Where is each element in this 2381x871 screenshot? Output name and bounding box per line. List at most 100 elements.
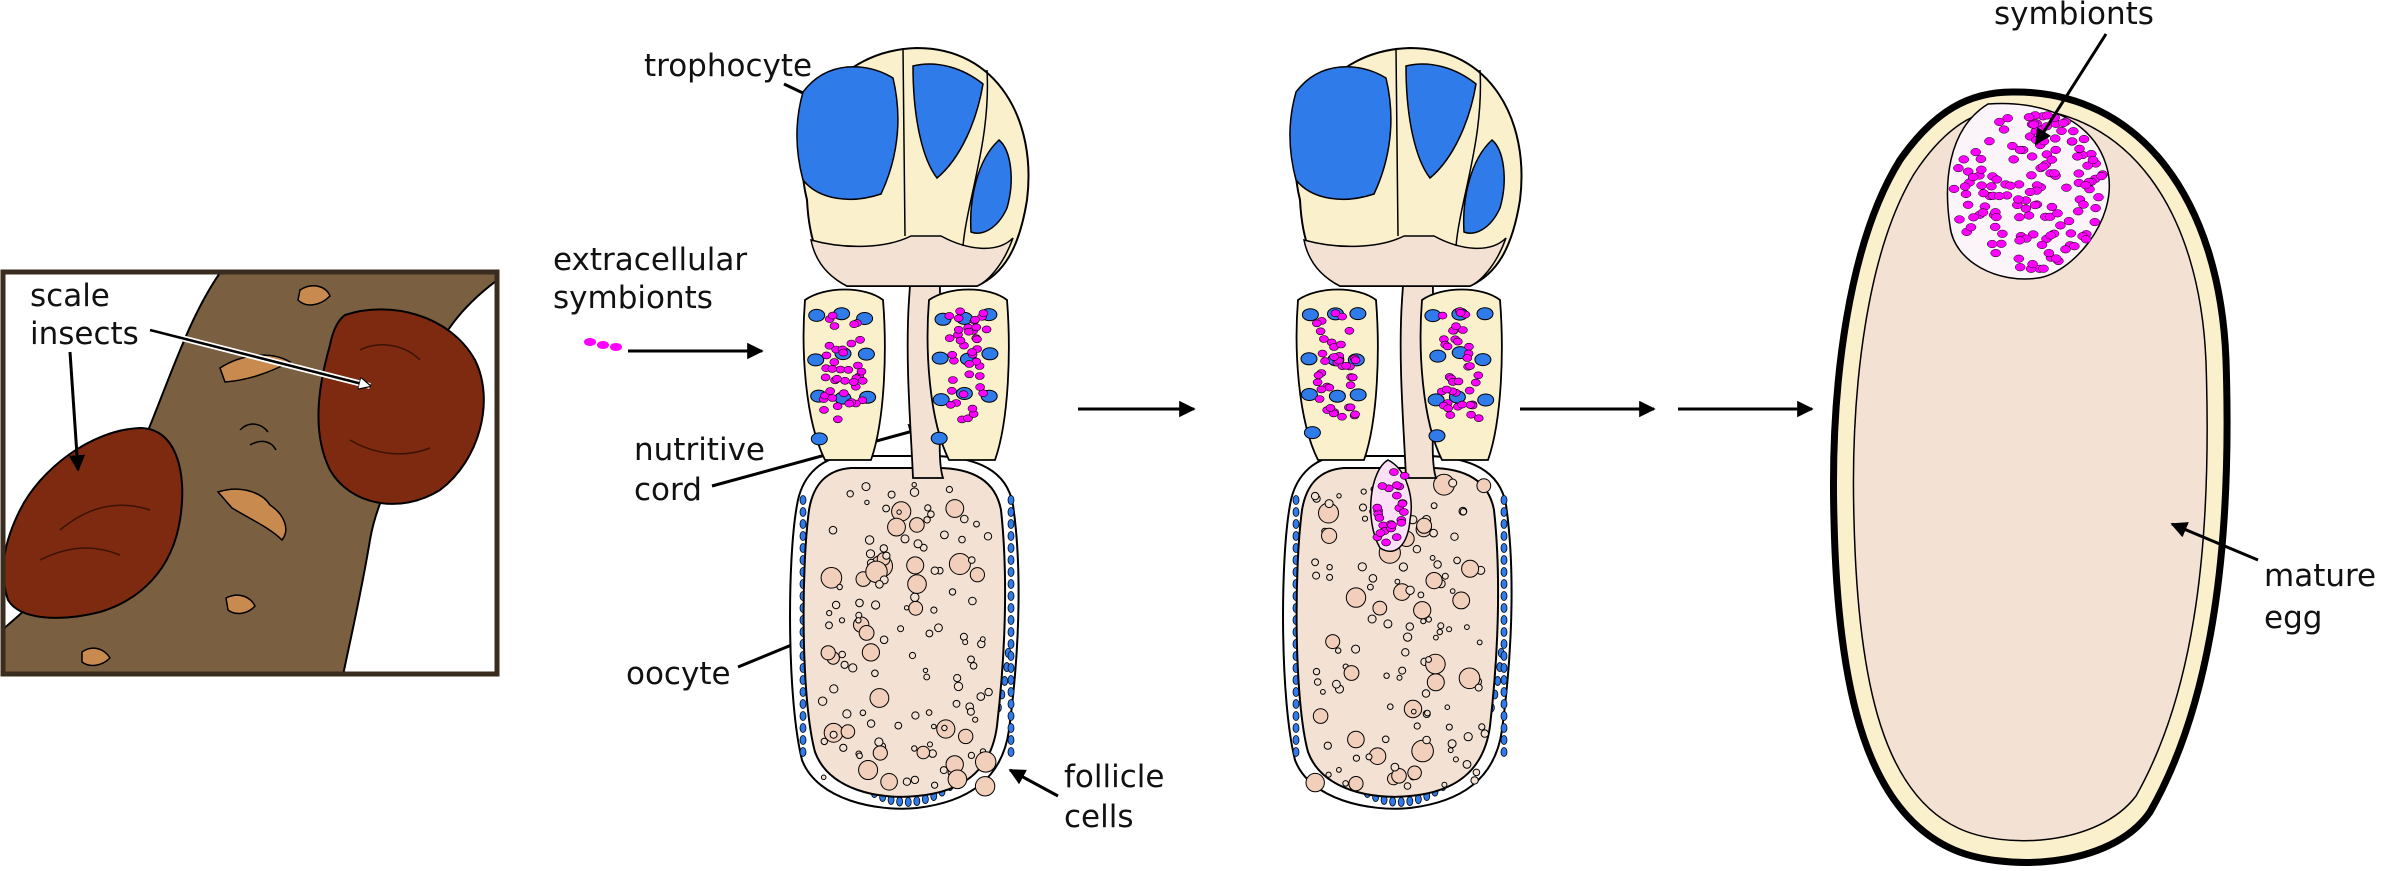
yolk-granule [1429,555,1436,561]
symbiont [2027,230,2039,239]
symbiont [2014,145,2026,154]
symbiont [1381,538,1391,547]
label-cells: cells [1064,799,1134,835]
symbiont [2072,152,2083,161]
symbiont [2063,217,2075,226]
symbiont [1474,414,1484,423]
symbiont [838,389,849,398]
follicle-nucleus [1500,747,1508,757]
symbiont [2030,127,2042,136]
yolk-granule [910,775,920,785]
symbiont [1976,165,1987,174]
yolk-granule [1405,622,1415,631]
yolk-granule [906,556,925,575]
yolk-granule [1441,572,1449,580]
symbiont [1953,164,1964,173]
yolk-granule [966,707,975,716]
yolk-granule [1326,564,1333,571]
symbiont [1350,410,1360,419]
follicle-nucleus [1007,711,1015,721]
symbiont [1965,223,1977,232]
symbiont [1958,155,1970,164]
trophocyte-nucleus [1289,65,1392,200]
symbiont [849,320,859,329]
scale-insect-panel: scale insects [0,269,500,677]
yolk-granule [872,745,888,761]
symbiont [1397,499,1408,508]
symbiont [946,386,957,395]
symbiont [970,315,980,324]
symbiont [832,402,843,411]
yolk-granule [1411,708,1417,715]
yolk-granule [1437,622,1445,630]
follicle-nucleus [1007,519,1015,529]
symbiont [1372,503,1383,512]
yolk-granule [897,625,905,633]
yolk-granule [941,724,948,732]
follicle-nucleus [1500,687,1508,697]
yolk-granule [820,645,836,661]
label-nutritive: nutritive [634,432,765,468]
yolk-granule [1321,527,1338,544]
symbiont [1314,395,1325,403]
follicle-nucleus [799,507,807,517]
yolk-granule [1367,583,1374,591]
yolk-granule [900,534,910,544]
follicle-nucleus [1500,663,1508,673]
yolk-granule [1412,545,1422,554]
symbiont [2045,231,2056,240]
yolk-granule [1476,478,1492,494]
trophocyte-nucleus [969,139,1012,234]
follicle-nucleus [1007,615,1015,625]
bacteriocyte-nucleus [981,347,999,361]
symbiont [1994,117,2005,126]
yolk-granule [927,510,935,519]
symbiont [1954,215,1965,224]
symbiont [832,415,843,424]
symbiont [2058,118,2069,128]
bacteriocyte-nucleus [1328,389,1346,403]
symbiont [827,365,838,373]
yolk-granule [948,553,971,575]
yolk-granule [1325,634,1341,650]
symbiont [2066,137,2078,146]
follicle-nucleus [1007,639,1015,649]
symbiont [1465,401,1476,409]
follicle-nucleus [1292,735,1300,745]
yolk-granule [1347,730,1365,749]
yolk-granule [911,745,918,752]
symbiont [1455,309,1466,317]
yolk-granule [1446,626,1453,633]
mature-egg: symbionts mature egg [1830,0,2376,866]
symbiont [1312,319,1322,328]
yolk-granule [1461,559,1480,578]
bacteriocyte-nucleus [1477,393,1495,407]
bacteriocyte-nucleus [808,308,826,322]
symbiont [953,314,964,323]
symbiont [1441,385,1452,394]
yolk-granule [1352,754,1361,762]
symbiont [1344,326,1355,335]
yolk-granule [887,517,906,537]
yolk-granule [858,625,875,641]
follicle-nucleus [896,796,904,807]
label-symbionts: symbionts [553,280,713,316]
symbiont [1962,167,1974,176]
symbiont [1984,137,1995,146]
bark-spot [297,284,331,306]
yolk-granule [856,752,863,760]
oocyte [1295,467,1500,798]
yolk-granule [1411,739,1434,763]
egg-cytoplasm [1852,107,2208,842]
yolk-granule [1478,723,1486,731]
symbiont [1962,200,1974,209]
yolk-granule [1325,771,1332,778]
follicle-nucleus [1007,723,1015,733]
follicle-nucleus [1500,615,1508,625]
symbiont [2013,254,2025,263]
symbiont [855,335,865,344]
symbiont [2050,145,2061,154]
symbiont [1392,481,1402,490]
symbiont [2027,260,2038,269]
symbiont [844,399,855,408]
